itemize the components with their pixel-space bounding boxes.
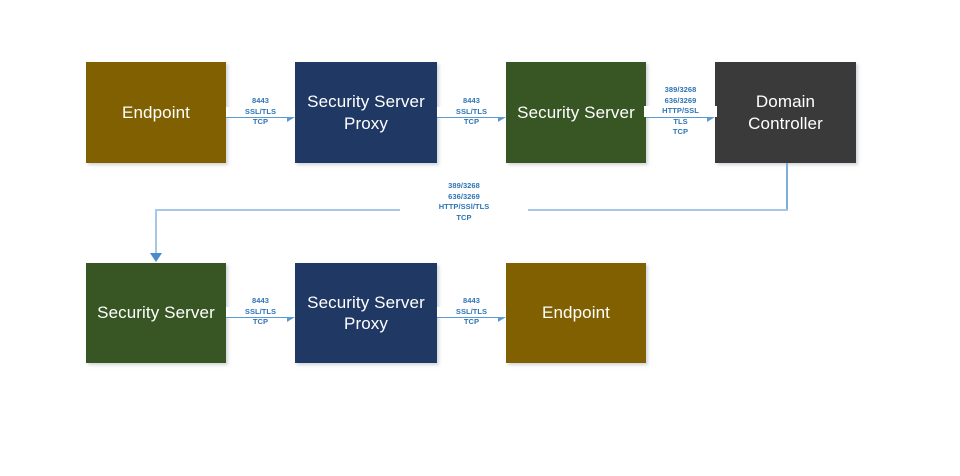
- label-line-port: 8443: [463, 296, 480, 305]
- label-line-transport: TCP: [463, 117, 480, 126]
- arrowhead-icon: [707, 112, 715, 122]
- label-line-ldaps-ports: 636/3269: [448, 191, 480, 201]
- label-line-transport: TCP: [252, 117, 269, 126]
- connector-label-security-server-to-domain-controller: 389/3268 636/3269 HTTP/SSL TLS TCP: [644, 85, 717, 138]
- label-line-ldap-ports: 389/3268: [448, 181, 480, 190]
- node-security-server-bottom-label: Security Server: [97, 303, 215, 323]
- node-domain-controller-label: Domain Controller: [748, 92, 823, 133]
- arrowhead-icon: [498, 112, 506, 122]
- label-line-port: 8443: [463, 96, 480, 105]
- label-line-protocol: HTTP/SSl/TLS: [400, 202, 528, 213]
- label-line-ldaps-ports: 636/3269: [664, 95, 697, 105]
- label-line-protocol: HTTP/SSL: [644, 106, 717, 117]
- node-security-server-bottom[interactable]: Security Server: [86, 263, 226, 363]
- label-line-transport: TCP: [463, 317, 480, 326]
- label-line-protocol: SSL/TLS: [437, 106, 506, 117]
- label-line-ldap-ports: 389/3268: [664, 85, 697, 94]
- node-endpoint-top-label: Endpoint: [122, 102, 190, 122]
- connector-line: [646, 116, 707, 118]
- label-line-protocol: SSL/TLS: [226, 306, 295, 317]
- connector-label-proxy-to-endpoint-bottom: 8443 SSL/TLS TCP: [437, 296, 506, 328]
- arrowhead-icon: [287, 112, 295, 122]
- label-line-transport: TCP: [456, 212, 472, 222]
- connector-label-endpoint-to-proxy-top: 8443 SSL/TLS TCP: [226, 96, 295, 128]
- node-endpoint-bottom[interactable]: Endpoint: [506, 263, 646, 363]
- connector-label-security-server-to-proxy-bottom: 8443 SSL/TLS TCP: [226, 296, 295, 328]
- node-domain-controller[interactable]: Domain Controller: [715, 62, 856, 163]
- label-line-protocol: SSL/TLS: [437, 306, 506, 317]
- arrowhead-down-icon: [150, 253, 162, 262]
- node-security-server-proxy-top[interactable]: Security Server Proxy: [295, 62, 437, 163]
- label-line-transport: TCP: [672, 127, 689, 136]
- node-security-server-proxy-bottom[interactable]: Security Server Proxy: [295, 263, 437, 363]
- arrowhead-icon: [498, 312, 506, 322]
- node-endpoint-bottom-label: Endpoint: [542, 303, 610, 323]
- node-security-server-top[interactable]: Security Server: [506, 62, 646, 163]
- label-line-protocol: SSL/TLS: [226, 106, 295, 117]
- node-security-server-top-label: Security Server: [517, 102, 635, 122]
- connector-domain-controller-descend-segment: [155, 209, 157, 256]
- label-line-port: 8443: [252, 296, 269, 305]
- label-line-port: 8443: [252, 96, 269, 105]
- arrowhead-icon: [287, 312, 295, 322]
- node-security-server-proxy-bottom-label: Security Server Proxy: [307, 292, 425, 333]
- node-security-server-proxy-top-label: Security Server Proxy: [307, 92, 425, 133]
- label-line-transport: TCP: [252, 317, 269, 326]
- connector-domain-controller-drop-segment: [786, 163, 788, 210]
- connector-label-proxy-to-security-server-top: 8443 SSL/TLS TCP: [437, 96, 506, 128]
- label-line-tls: TLS: [673, 116, 688, 126]
- connector-label-domain-controller-to-security-server-bottom: 389/3268 636/3269 HTTP/SSl/TLS TCP: [400, 181, 528, 223]
- node-endpoint-top[interactable]: Endpoint: [86, 62, 226, 163]
